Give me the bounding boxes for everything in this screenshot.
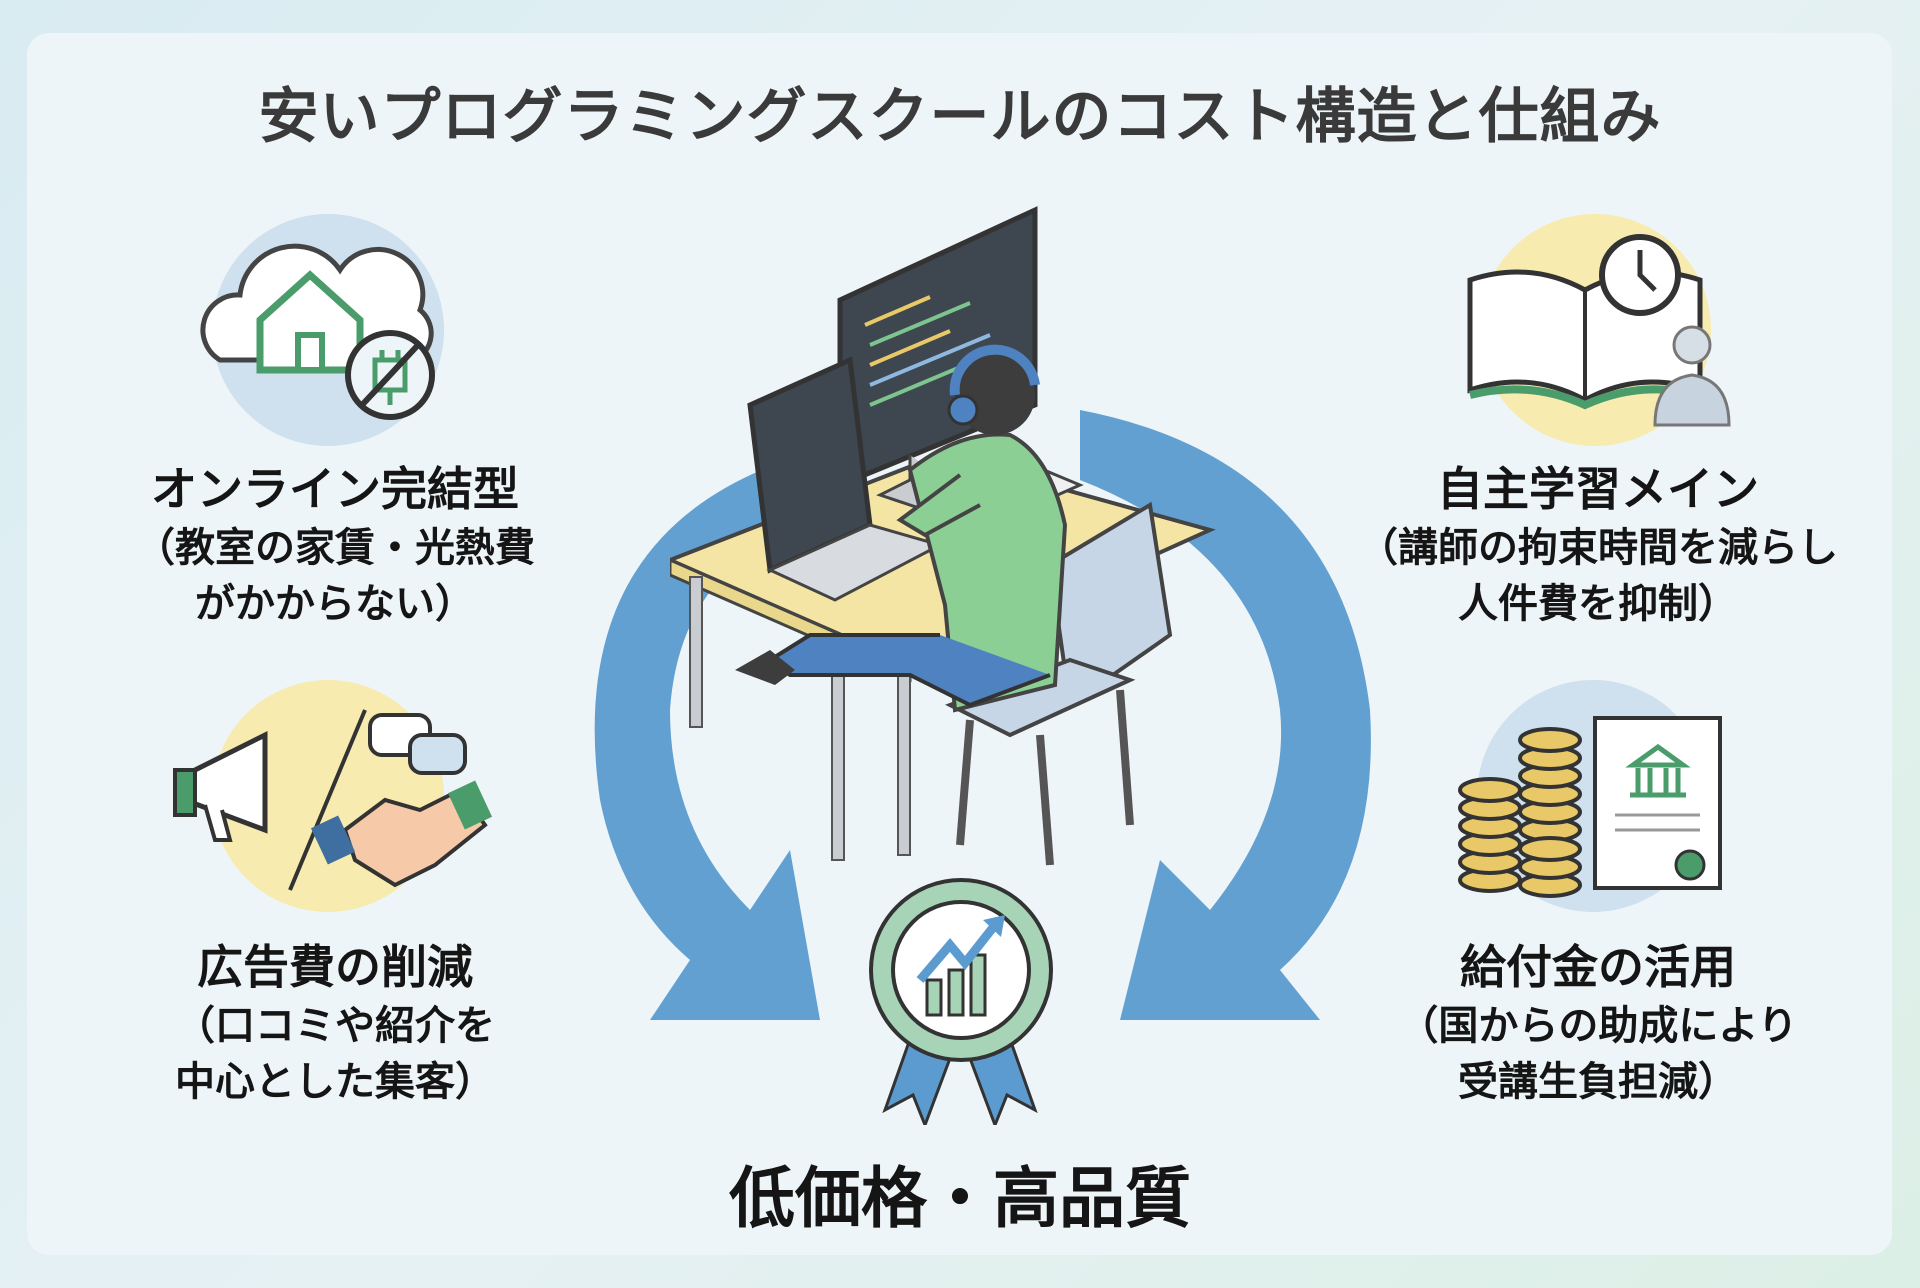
factor-detail: （講師の拘束時間を減らし xyxy=(1358,525,1838,571)
cloud-house-no-plug-icon xyxy=(200,214,444,446)
megaphone-handshake-icon xyxy=(173,680,493,912)
right-arrow-icon xyxy=(1080,410,1371,1020)
factor-detail: 人件費を抑制） xyxy=(1458,581,1738,627)
factor-heading: 広告費の削減 xyxy=(197,940,473,994)
factor-detail: がかからない） xyxy=(195,581,475,627)
factor-detail: （口コミや紹介を xyxy=(175,1003,495,1049)
factor-detail: （国からの助成により xyxy=(1398,1003,1798,1049)
factor-self-study: 自主学習メイン （講師の拘束時間を減らし 人件費を抑制） xyxy=(1338,458,1858,632)
student-at-desk-illustration xyxy=(670,206,1216,866)
cycle-arrows xyxy=(594,410,1371,1020)
page-title: 安いプログラミングスクールのコスト構造と仕組み xyxy=(258,82,1662,152)
coins-certificate-icon xyxy=(1458,680,1722,912)
book-clock-instructor-icon xyxy=(1467,214,1731,446)
factor-heading: 自主学習メイン xyxy=(1437,462,1759,516)
factor-ad-cost: 広告費の削減 （口コミや紹介を 中心とした集客） xyxy=(75,936,595,1110)
result-label: 低価格・高品質 xyxy=(729,1160,1191,1237)
factor-heading: オンライン完結型 xyxy=(151,462,519,516)
factor-heading: 給付金の活用 xyxy=(1460,940,1736,994)
factor-detail: 中心とした集客） xyxy=(175,1059,495,1105)
factor-detail: （教室の家賃・光熱費 xyxy=(135,525,535,571)
left-arrow-icon xyxy=(594,450,830,1020)
quality-badge-icon xyxy=(869,878,1053,1125)
factor-detail: 受講生負担減） xyxy=(1458,1059,1738,1105)
chair-icon xyxy=(1047,501,1173,709)
factor-online: オンライン完結型 （教室の家賃・光熱費 がかからない） xyxy=(75,458,595,632)
factor-subsidy: 給付金の活用 （国からの助成により 受講生負担減） xyxy=(1338,936,1858,1110)
